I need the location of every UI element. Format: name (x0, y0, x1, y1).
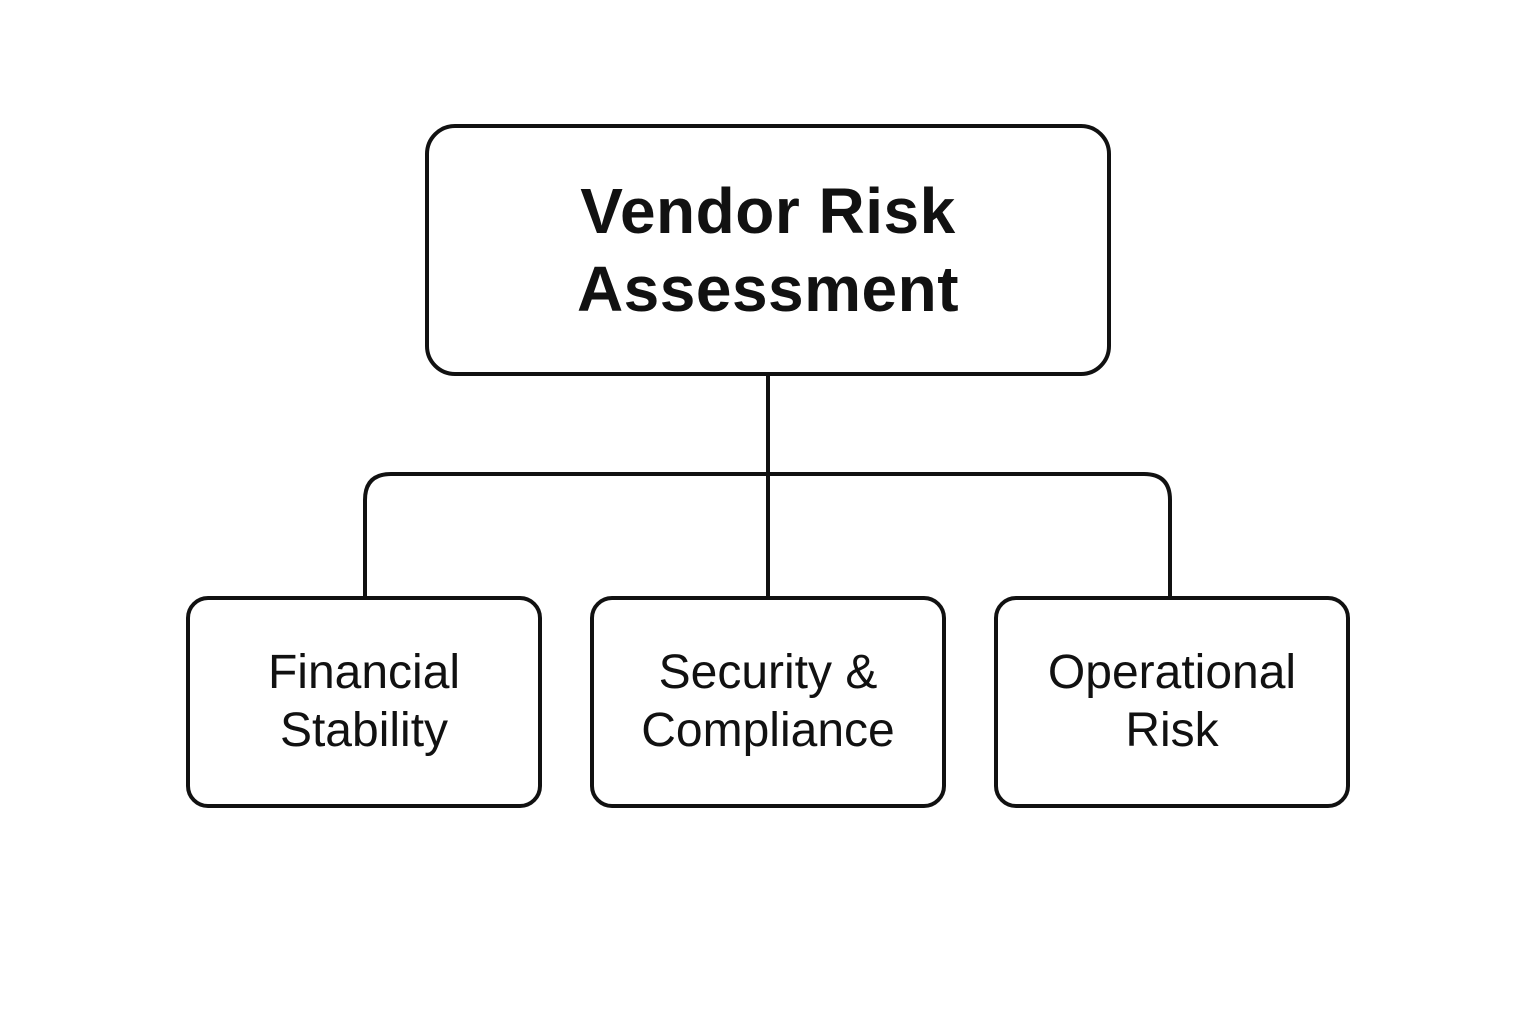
child-node-label-line-1: Operational (1047, 646, 1297, 699)
child-node-security-compliance: Security & Compliance (590, 596, 946, 808)
child-node-financial-stability: Financial Stability (186, 596, 542, 808)
child-node-label-line-2: Risk (1125, 704, 1219, 757)
root-node-label-line-2: Assessment (576, 253, 960, 325)
child-node-operational-risk: Operational Risk (994, 596, 1350, 808)
child-node-label-line-1: Financial (267, 646, 461, 699)
child-node-label-line-2: Compliance (641, 704, 895, 757)
child-node-label-line-1: Security & (658, 646, 878, 699)
root-node-vendor-risk-assessment: Vendor Risk Assessment (425, 124, 1111, 376)
child-node-label-line-2: Stability (279, 704, 449, 757)
branch-right-connector (766, 472, 1172, 598)
branch-left-connector (363, 472, 770, 598)
root-node-label-line-1: Vendor Risk (580, 175, 956, 247)
